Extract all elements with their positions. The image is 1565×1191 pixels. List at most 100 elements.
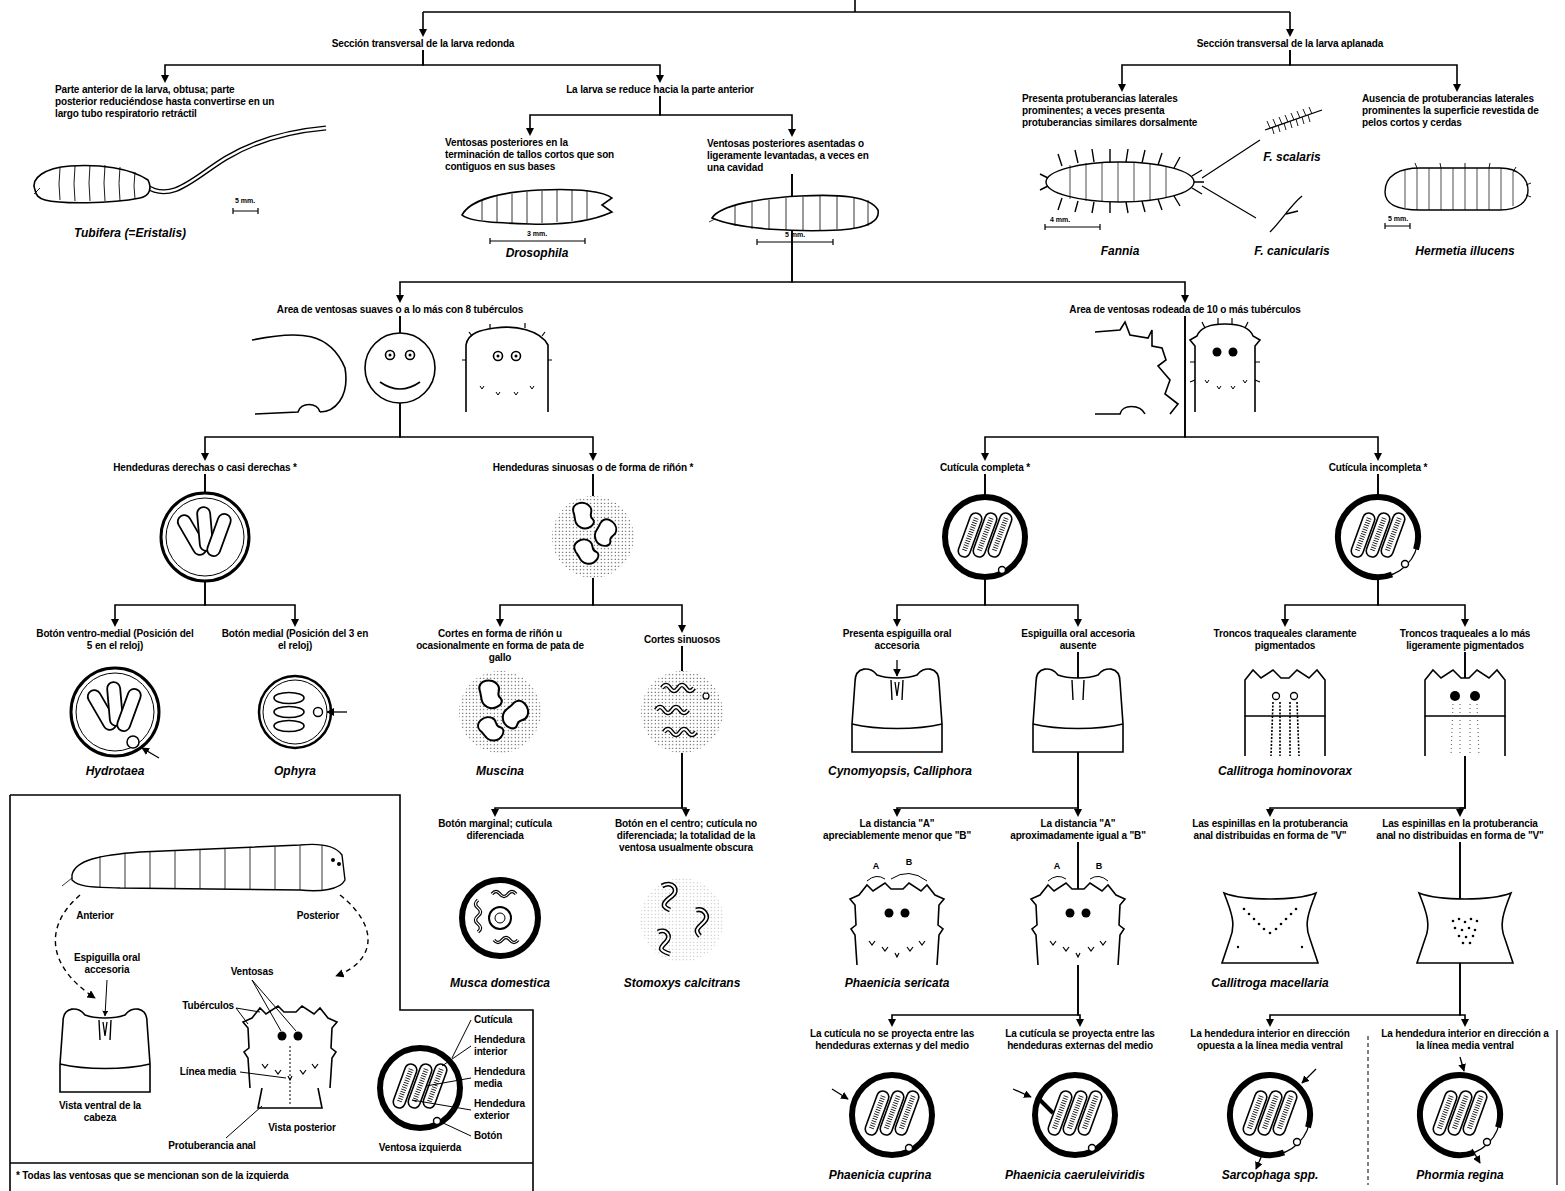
spiracle-stomoxys-part	[658, 884, 706, 954]
head-ventral-spine-part	[895, 682, 899, 696]
arrowhead	[893, 619, 901, 627]
leader-lines-part	[240, 1072, 286, 1078]
arrowhead	[1461, 619, 1469, 627]
top-bracket	[419, 0, 1294, 37]
key-text: Cutícula incompleta *	[1293, 462, 1463, 474]
fannia-larva-part	[1270, 196, 1302, 232]
inset-head-part	[60, 1009, 150, 1092]
hermetia-larva-part	[1385, 223, 1410, 229]
key-step: Ventosas posteriores asentadas o ligeram…	[707, 138, 877, 174]
inset-larva-part	[72, 844, 345, 890]
inset-plate	[380, 1048, 460, 1128]
key-connector	[981, 316, 1185, 461]
key-step: Area de ventosas rodeada de 10 o más tub…	[1025, 304, 1345, 316]
key-step: La hendedura interior en dirección a la …	[1378, 1028, 1553, 1052]
key-step: Hendeduras derechas o casi derechas *	[75, 462, 335, 474]
leader-lines-part	[252, 980, 296, 1031]
arrowhead	[1266, 1019, 1274, 1027]
inset-larva-part	[62, 845, 322, 890]
connector-line	[1290, 50, 1457, 85]
key-step: Troncos traqueales claramente pigmentado…	[1205, 628, 1365, 652]
spiracle-musca-part	[462, 880, 538, 956]
key-text: La larva se reduce hacia la parte anteri…	[520, 84, 800, 96]
spiracle-complete-part	[945, 497, 1025, 577]
arrowhead	[496, 619, 504, 627]
key-text: Hendeduras sinuosas o de forma de riñón …	[463, 462, 723, 474]
scale-label: 5 mm.	[235, 197, 255, 205]
spiracle-ophyra-part	[263, 680, 327, 744]
spiracle-ophyra	[259, 676, 347, 748]
part-label: Espiguilla oral accesoria	[62, 952, 152, 976]
key-step: La larva se reduce hacia la parte anteri…	[520, 84, 800, 96]
larva-part	[757, 239, 833, 245]
key-text: Ventosas posteriores en la terminación d…	[445, 137, 615, 173]
taxon-name: Muscina	[476, 764, 524, 778]
inset-larva-part	[336, 895, 368, 976]
larva-part	[712, 195, 878, 230]
spiracle-ophyra-part	[274, 693, 304, 704]
key-step: Cortes en forma de riñón u ocasionalment…	[410, 628, 590, 664]
anal-v-spines-part-part	[1237, 946, 1239, 948]
arrowhead	[1281, 619, 1289, 627]
arrowhead	[111, 619, 119, 627]
posterior-views-left-part	[512, 352, 521, 361]
tubifera-larva-part	[34, 165, 135, 201]
leader-lines-part	[236, 1008, 260, 1024]
anal-scattered-spines-part-part	[1461, 929, 1464, 932]
posterior-ab-sericata-part	[850, 883, 944, 965]
spiracle-sinuous-part	[552, 496, 634, 578]
spiracle-sinuous-cuts-part	[656, 685, 696, 735]
key-step: Cutícula incompleta *	[1293, 462, 1463, 474]
spiracle-sinuous-cuts-part	[703, 693, 709, 699]
posterior-views-left-part	[389, 354, 392, 357]
arrowhead	[201, 453, 209, 461]
spiracle-sarcophaga-part	[1302, 1069, 1316, 1083]
posterior-views-left-part	[497, 355, 500, 358]
anal-scattered-spines-part	[1417, 893, 1513, 963]
part-label: Línea media	[180, 1066, 236, 1078]
leader-lines	[105, 980, 471, 1138]
leader-lines-part	[442, 1046, 471, 1066]
key-text: Las espinillas en la protuberancia anal …	[1185, 818, 1355, 842]
arrowhead	[491, 809, 499, 817]
posterior-views-left-part	[515, 355, 518, 358]
key-step: Espiguilla oral accesoria ausente	[1003, 628, 1153, 652]
leader-lines-part	[441, 1122, 471, 1136]
key-connector	[660, 96, 796, 137]
spiracle-straight	[161, 493, 249, 581]
spiracle-straight-part	[161, 493, 249, 581]
spiracle-hydrotaea-part	[142, 748, 159, 758]
spiracle-muscina-part	[459, 671, 541, 753]
anal-scattered-spines-part-part	[1474, 929, 1477, 932]
head-trachea-pigmented-part	[1273, 693, 1280, 700]
key-step: Botón marginal; cutícula diferenciada	[420, 818, 570, 842]
key-step: La distancia "A" aproximadamente igual a…	[1003, 818, 1153, 842]
taxon-name: Hermetia illucens	[1415, 244, 1514, 258]
connector-line	[530, 96, 660, 129]
taxon-name: Callitroga macellaria	[1211, 976, 1328, 990]
spiracle-hydrotaea	[71, 668, 159, 758]
posterior-views-right-part	[1190, 318, 1260, 382]
scale-label: 5 mm.	[1388, 215, 1408, 223]
key-step: Presenta protuberancias laterales promin…	[1022, 93, 1222, 129]
spiracle-phormia-part	[1420, 1075, 1500, 1155]
key-text: Cortes en forma de riñón u ocasionalment…	[410, 628, 590, 664]
drosophila-larva	[462, 189, 612, 244]
arrowhead	[1266, 809, 1274, 817]
head-trachea-pale-part	[1425, 670, 1505, 756]
spiracle-phormia-part	[1460, 1057, 1464, 1071]
posterior-views-left-part	[365, 333, 435, 403]
taxon-name: Phaenicia cuprina	[829, 1168, 932, 1182]
key-step: Presenta espiguilla oral accesoria	[822, 628, 972, 652]
spiracle-cuprina	[832, 1075, 932, 1155]
inset-frame-part	[10, 795, 533, 1191]
arrowhead	[1453, 84, 1461, 92]
spiracle-ophyra-part	[314, 708, 323, 717]
inset-larva	[55, 844, 368, 998]
connector-line	[1122, 50, 1290, 85]
anal-scattered-spines-part-part	[1464, 921, 1467, 924]
arrowhead	[1456, 809, 1464, 817]
spiracle-phormia-part	[1472, 1149, 1480, 1163]
part-label: Vista posterior	[268, 1122, 336, 1134]
part-label: Tubérculos	[182, 1000, 234, 1012]
